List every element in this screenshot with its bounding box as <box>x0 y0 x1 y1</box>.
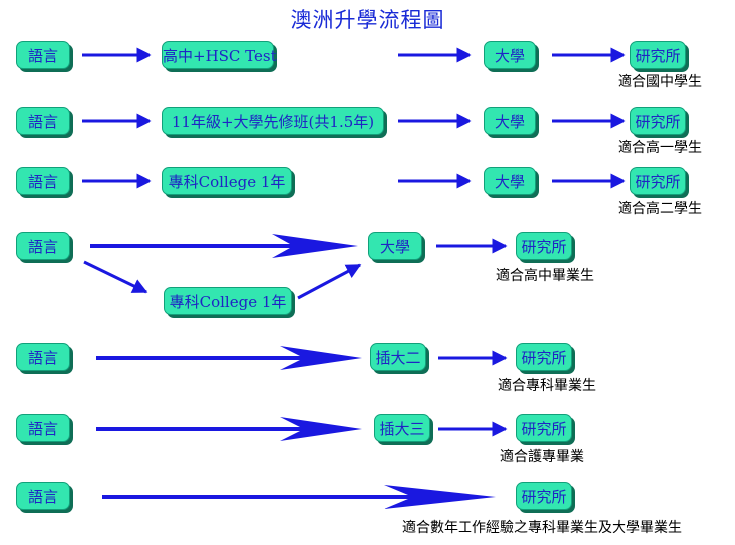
college-box: 專科College 1年 <box>162 167 292 195</box>
university-box: 大學 <box>368 232 422 260</box>
transfer-year2-box: 插大二 <box>370 343 426 371</box>
graduate-school-box: 研究所 <box>630 167 686 195</box>
high-school-hsc-box: 高中+HSC Test <box>162 41 277 69</box>
language-box: 語言 <box>16 41 70 69</box>
language-box: 語言 <box>16 232 70 260</box>
university-box: 大學 <box>484 107 536 135</box>
language-box: 語言 <box>16 343 70 371</box>
graduate-school-box: 研究所 <box>516 343 572 371</box>
row-note: 適合數年工作經驗之專科畢業生及大學畢業生 <box>402 520 682 536</box>
university-box: 大學 <box>484 41 536 69</box>
arrow <box>102 485 496 509</box>
page-title: 澳洲升學流程圖 <box>290 8 445 32</box>
graduate-school-box: 研究所 <box>516 482 572 510</box>
transfer-year3-box: 插大三 <box>374 414 430 442</box>
college-box: 專科College 1年 <box>164 287 292 315</box>
graduate-school-box: 研究所 <box>516 414 572 442</box>
language-box: 語言 <box>16 482 70 510</box>
arrow <box>96 417 362 441</box>
grade11-foundation-box: 11年級+大學先修班(共1.5年) <box>162 107 384 135</box>
university-box: 大學 <box>484 167 536 195</box>
row-note: 適合高二學生 <box>618 201 702 217</box>
language-box: 語言 <box>16 414 70 442</box>
arrow <box>83 260 148 294</box>
language-box: 語言 <box>16 107 70 135</box>
arrow <box>297 263 362 300</box>
language-box: 語言 <box>16 167 70 195</box>
graduate-school-box: 研究所 <box>630 107 686 135</box>
arrow <box>96 346 362 370</box>
row-note: 適合國中學生 <box>618 74 702 90</box>
row-note: 適合高中畢業生 <box>496 268 594 284</box>
graduate-school-box: 研究所 <box>516 232 572 260</box>
row-note: 適合專科畢業生 <box>498 378 596 394</box>
arrow <box>90 234 358 258</box>
row-note: 適合護專畢業 <box>500 449 584 465</box>
graduate-school-box: 研究所 <box>630 41 686 69</box>
row-note: 適合高一學生 <box>618 140 702 156</box>
